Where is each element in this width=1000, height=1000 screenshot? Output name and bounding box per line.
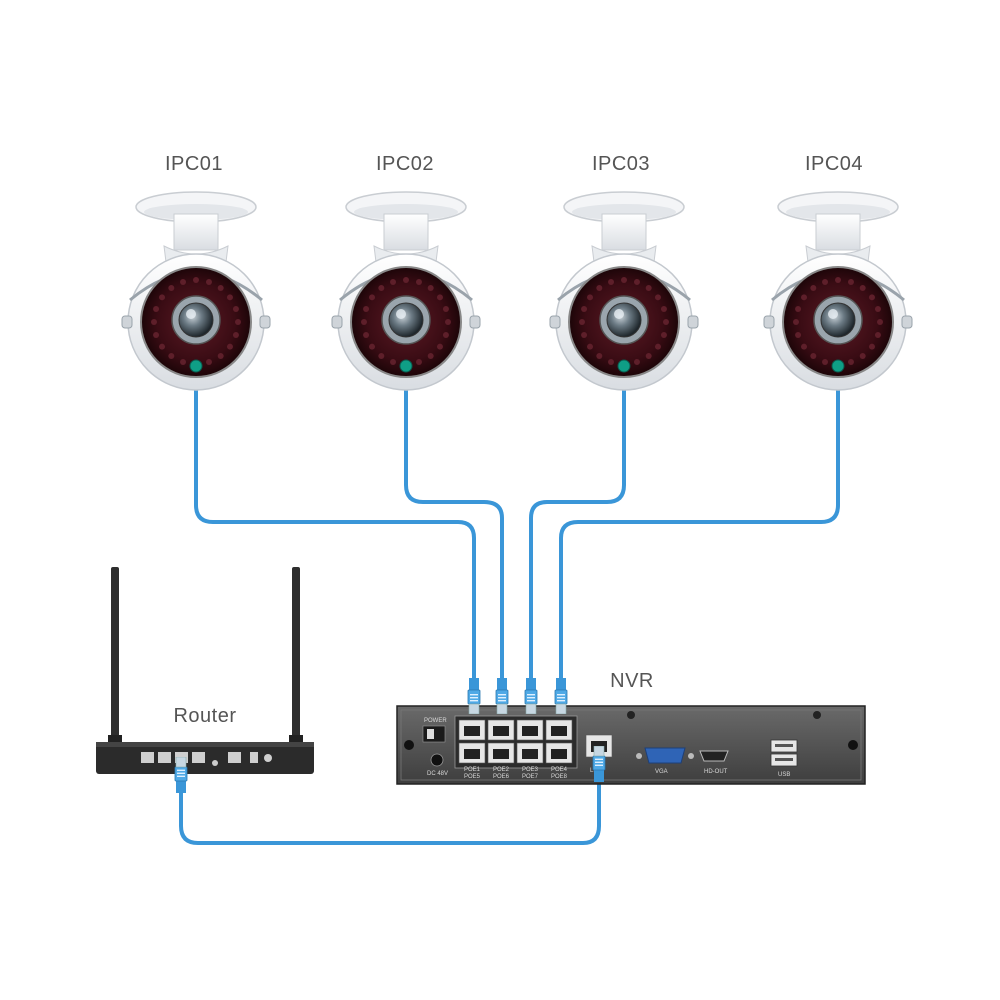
cameras	[121, 191, 913, 391]
ethernet-plug-router	[174, 757, 188, 793]
nvr-label: NVR	[610, 670, 654, 692]
ethernet-plug-poe2	[495, 678, 509, 714]
camera-label-ipc01: IPC01	[165, 153, 223, 175]
poe-label-top: POE3	[522, 767, 539, 773]
ip-camera-icon	[763, 191, 913, 391]
ip-camera-icon	[331, 191, 481, 391]
poe-label-bottom: POE7	[522, 774, 539, 780]
nvr-hdmi-label: HD-OUT	[704, 769, 728, 775]
poe-label-top: POE2	[493, 767, 510, 773]
camera-label-ipc02: IPC02	[376, 153, 434, 175]
camera-label-ipc03: IPC03	[592, 153, 650, 175]
poe-label-bottom: POE6	[493, 774, 510, 780]
router-label: Router	[173, 705, 236, 727]
cable-ipc01	[194, 383, 476, 682]
nvr-dc-label: DC 48V	[427, 771, 448, 777]
cable-router-nvr	[179, 778, 601, 845]
ip-camera-icon	[549, 191, 699, 391]
cable-ipc03	[529, 383, 626, 682]
cable-ipc04	[559, 383, 840, 682]
poe-label-bottom: POE8	[551, 774, 568, 780]
ethernet-plug-lan	[592, 746, 606, 782]
poe-label-top: POE4	[551, 767, 568, 773]
cable-ipc02	[404, 383, 504, 682]
nvr-usb-label: USB	[778, 772, 790, 778]
nvr-icon	[396, 705, 866, 785]
ethernet-plug-poe3	[524, 678, 538, 714]
camera-label-ipc04: IPC04	[805, 153, 863, 175]
camera-cables	[179, 383, 840, 845]
nvr-power-label: POWER	[424, 718, 447, 724]
router-icon	[96, 567, 314, 774]
poe-label-top: POE1	[464, 767, 481, 773]
poe-label-bottom: POE5	[464, 774, 481, 780]
ip-camera-icon	[121, 191, 271, 391]
ethernet-plug-poe1	[467, 678, 481, 714]
ethernet-plug-poe4	[554, 678, 568, 714]
nvr-vga-label: VGA	[655, 769, 668, 775]
